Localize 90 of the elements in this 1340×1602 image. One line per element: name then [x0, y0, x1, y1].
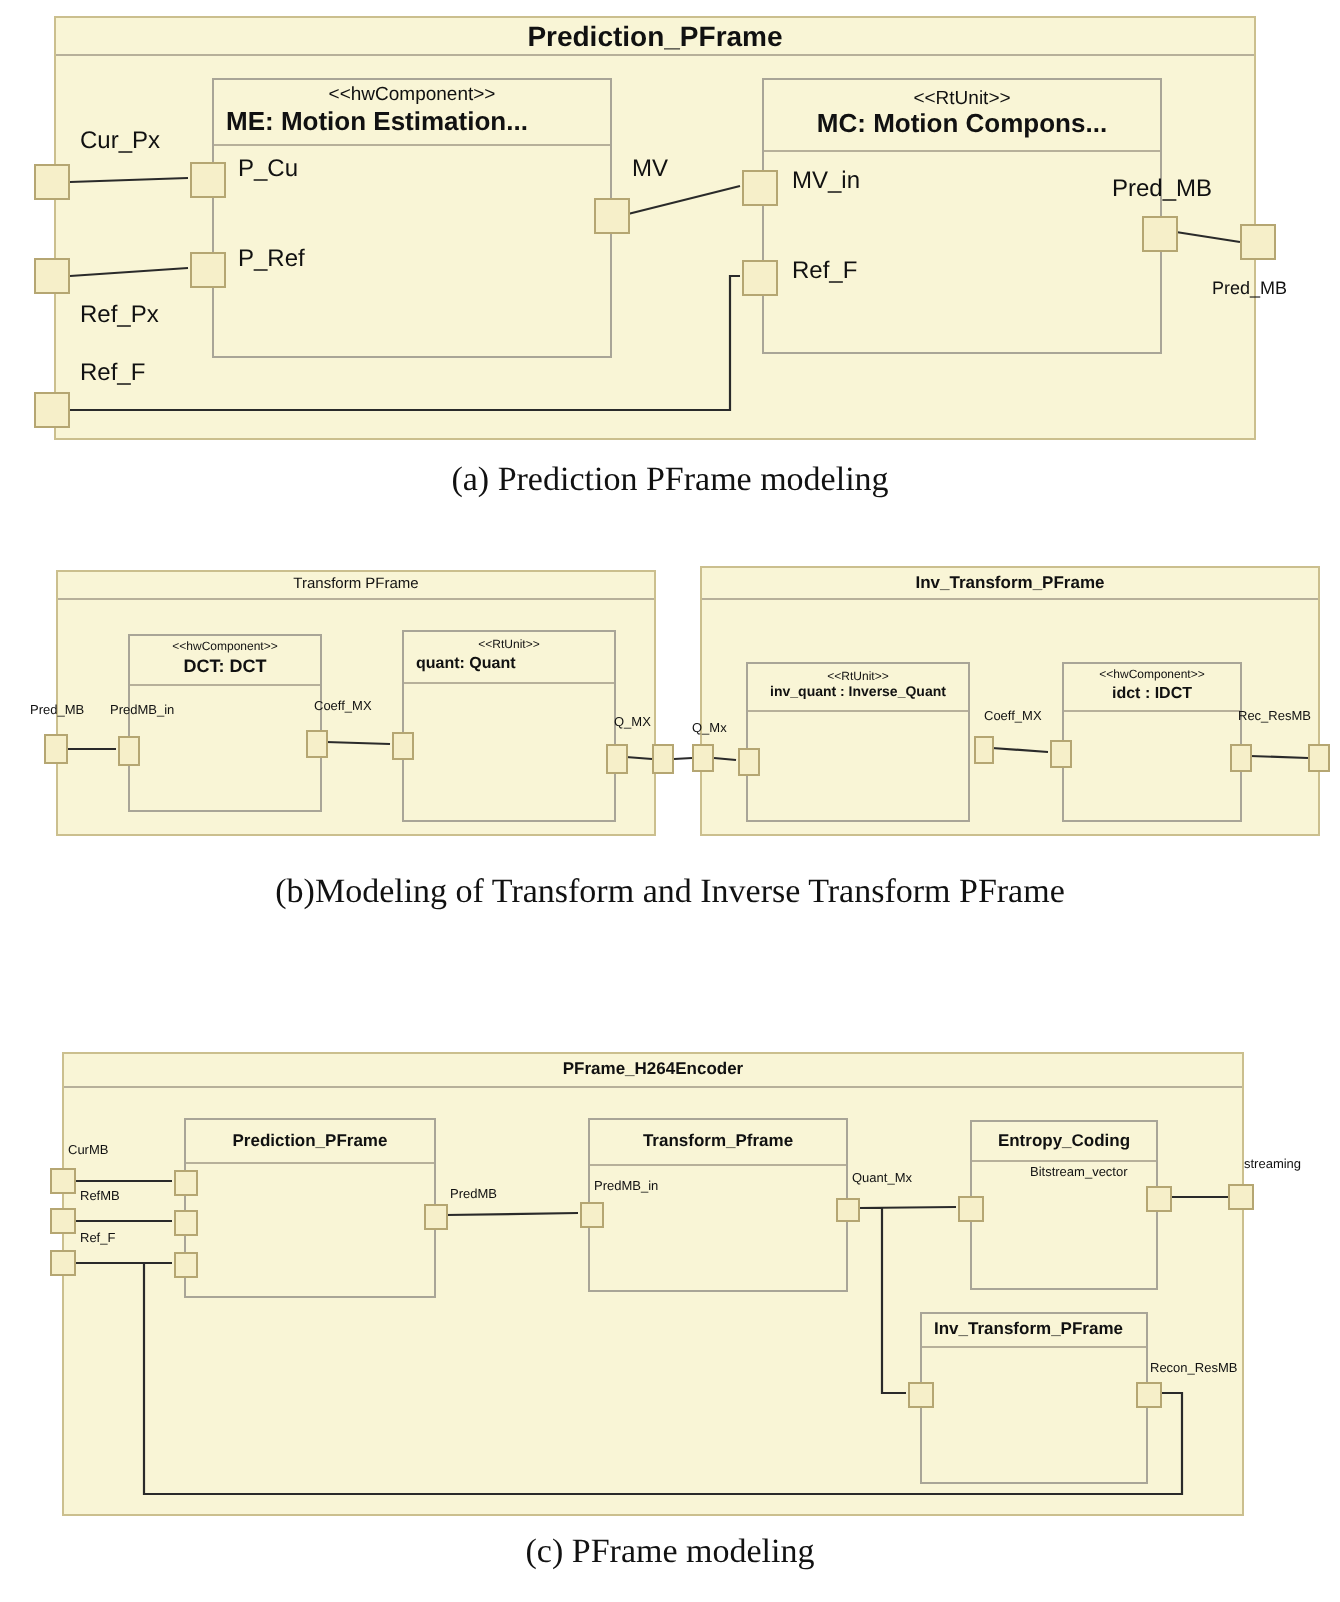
figure-caption: (b)Modeling of Transform and Inverse Transform PFrame [273, 872, 1067, 912]
component-name: Prediction_PFrame [230, 1131, 390, 1151]
frame-title: Inv_Transform_PFrame [913, 573, 1107, 593]
component-name: Transform_Pframe [640, 1132, 796, 1152]
port-square [392, 732, 414, 760]
figure-caption: (c) PFrame modeling [523, 1532, 817, 1572]
component-name: MC: Motion Compons... [814, 110, 1110, 141]
connector-line [76, 1179, 172, 1183]
port-square [742, 260, 778, 296]
component-name: Inv_Transform_PFrame [932, 1320, 1125, 1340]
port-square [1308, 744, 1330, 772]
connector-line [673, 756, 693, 761]
stereotype-label: <<RtUnit>> [911, 89, 1013, 111]
port-square [836, 1198, 860, 1222]
port-square [652, 744, 674, 774]
port-label: Pred_MB [1212, 280, 1288, 300]
connector-line [69, 176, 189, 184]
port-label: MV_in [792, 168, 861, 195]
port-square [174, 1252, 198, 1278]
port-square [306, 730, 328, 758]
component-box [1062, 662, 1242, 822]
component-box [920, 1312, 1148, 1484]
port-square [594, 198, 630, 234]
port-square [424, 1204, 448, 1230]
port-square [580, 1202, 604, 1228]
port-label: Ref_F [80, 360, 146, 387]
port-square [50, 1250, 76, 1276]
connector-line [1249, 754, 1309, 760]
port-square [742, 170, 778, 206]
port-square [44, 734, 68, 764]
connector-line [69, 266, 189, 278]
connector-line [325, 740, 391, 746]
component-box [746, 662, 970, 822]
component-name: quant: Quant [414, 654, 518, 674]
connector-line [68, 747, 116, 751]
connector-line [70, 274, 740, 412]
component-name: Entropy_Coding [995, 1131, 1133, 1151]
port-square [692, 744, 714, 772]
component-name: idct : IDCT [1110, 684, 1194, 704]
port-label: MV [632, 156, 668, 183]
port-label: Ref_Px [80, 302, 159, 329]
component-box [212, 78, 612, 358]
frame-title: PFrame_H264Encoder [560, 1060, 746, 1080]
connector-line [1170, 1195, 1228, 1199]
figure-caption: (a) Prediction PFrame modeling [449, 460, 891, 500]
port-square [50, 1168, 76, 1194]
connector-line [713, 756, 737, 762]
component-name: ME: Motion Estimation... [224, 107, 530, 138]
port-square [1146, 1186, 1172, 1212]
component-box [184, 1118, 436, 1298]
component-name: DCT: DCT [181, 656, 269, 678]
port-square [174, 1210, 198, 1236]
port-square [190, 162, 226, 198]
port-square [34, 258, 70, 294]
connector-line [1175, 230, 1241, 244]
port-label: Cur_Px [80, 128, 161, 155]
port-square [974, 736, 994, 764]
port-label: P_Cu [238, 156, 299, 183]
port-square [34, 392, 70, 428]
port-square [1240, 224, 1276, 260]
port-square [958, 1196, 984, 1222]
connector-line [858, 1206, 906, 1395]
port-label: Pred_MB [1112, 176, 1213, 203]
connector-line [446, 1211, 578, 1217]
connector-line [76, 1219, 172, 1223]
port-square [1230, 744, 1252, 772]
port-label: Ref_F [792, 258, 858, 285]
port-square [1050, 740, 1072, 768]
port-square [606, 744, 628, 774]
component-frame [62, 1052, 1244, 1516]
port-square [50, 1208, 76, 1234]
port-square [34, 164, 70, 200]
port-square [190, 252, 226, 288]
frame-title: Prediction_PFrame [525, 19, 785, 53]
port-label: P_Ref [238, 246, 305, 273]
port-square [1228, 1184, 1254, 1210]
connector-line [625, 755, 653, 761]
port-square [174, 1170, 198, 1196]
component-box [588, 1118, 848, 1292]
port-square [1136, 1382, 1162, 1408]
component-box [970, 1120, 1158, 1290]
port-square [738, 748, 760, 776]
connector-line [627, 184, 741, 216]
port-square [118, 736, 140, 766]
port-square [908, 1382, 934, 1408]
connector-line [142, 1261, 1184, 1496]
component-box [402, 630, 616, 822]
stereotype-label: <<hwComponent>> [326, 86, 498, 108]
port-square [1142, 216, 1178, 252]
connector-line [991, 746, 1049, 754]
